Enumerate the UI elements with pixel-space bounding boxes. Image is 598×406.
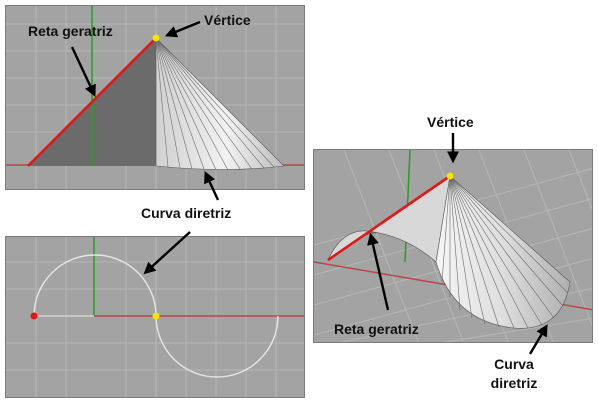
front-view-viewport bbox=[5, 5, 305, 190]
persp-generatrix-arrow bbox=[367, 232, 390, 311]
front-view-rulings bbox=[155, 37, 275, 171]
top-view-vertex-point bbox=[152, 312, 160, 320]
directrix-label: Curva diretriz bbox=[141, 205, 232, 221]
persp-generatrix-label: Reta geratriz bbox=[334, 321, 419, 337]
top-view-directrix-upper-arc bbox=[33, 254, 157, 317]
directrix-arrow-to-front bbox=[204, 170, 220, 201]
top-view-directrix-lower-arc bbox=[155, 315, 279, 378]
perspective-view-generatrix-line bbox=[327, 174, 451, 262]
perspective-view-rulings bbox=[441, 175, 569, 329]
front-vertex-label: Vértice bbox=[204, 12, 251, 28]
front-view-drawing bbox=[6, 6, 304, 189]
directrix-arrow-to-top bbox=[143, 231, 191, 275]
front-view-generatrix-line bbox=[27, 37, 157, 167]
persp-directrix-label-line2: diretriz bbox=[490, 375, 538, 391]
persp-directrix-arrow bbox=[528, 324, 548, 355]
front-view-vertex-point bbox=[152, 34, 160, 42]
top-view-start-point bbox=[30, 312, 38, 320]
persp-vertex-label: Vértice bbox=[427, 114, 474, 130]
perspective-view-drawing bbox=[314, 150, 592, 342]
front-vertex-arrow bbox=[164, 20, 201, 38]
perspective-view-viewport bbox=[313, 149, 593, 343]
front-view-cone-surface bbox=[155, 37, 285, 170]
persp-directrix-label-line1: Curva bbox=[494, 356, 534, 372]
front-generatrix-label: Reta geratriz bbox=[28, 23, 113, 39]
front-generatrix-arrow bbox=[70, 46, 96, 98]
perspective-view-vertex-point bbox=[446, 172, 454, 180]
